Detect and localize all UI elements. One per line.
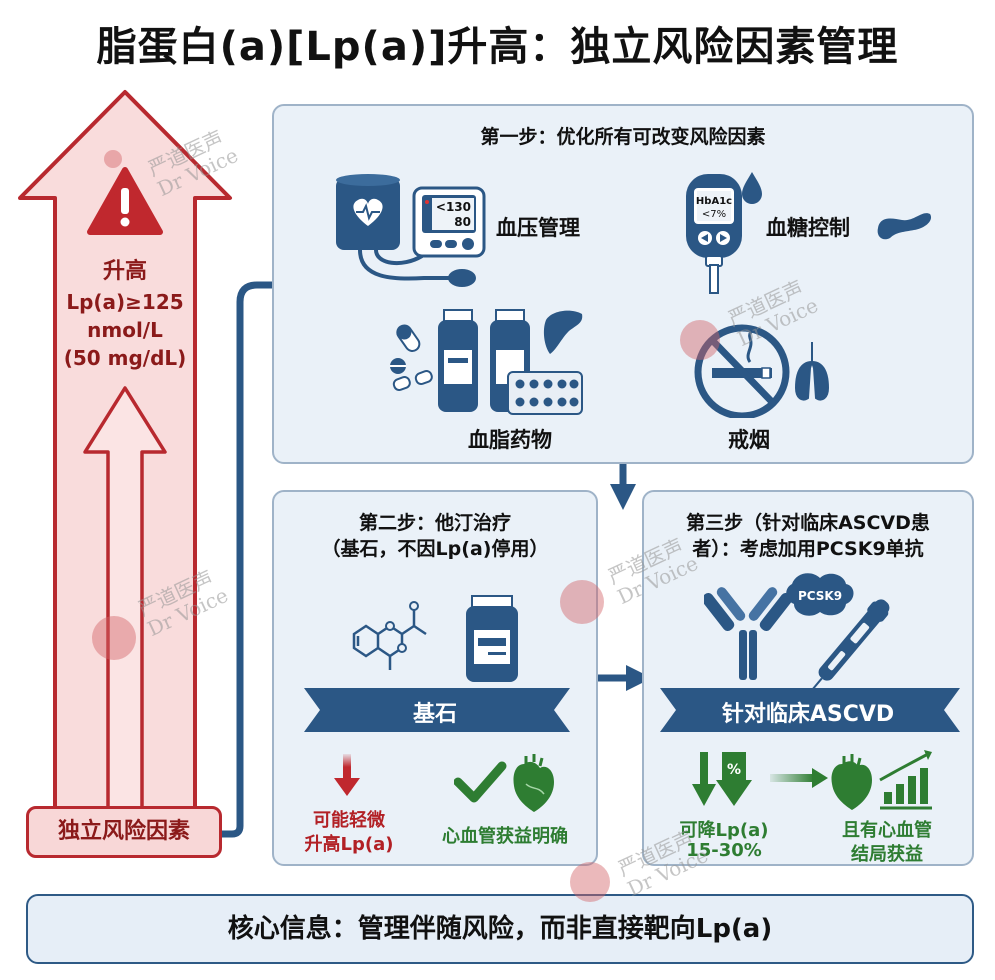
step3-title-line2: 者）：考虑加用PCSK9单抗 (692, 538, 924, 560)
step1-title: 第一步：优化所有可改变风险因素 (480, 126, 766, 148)
cv-outcome-line2: 结局获益 (851, 844, 923, 865)
ascvd-ribbon-label: 针对临床ASCVD (721, 702, 895, 727)
pancreas-icon (877, 213, 932, 240)
pcsk9-lpa-reduction-line1: 可降Lp(a) (679, 820, 769, 841)
cv-outcome-line1: 且有心血管 (842, 820, 932, 841)
antibody-and-pen-icon: PCSK9 (704, 573, 890, 690)
connector-base-to-step1 (222, 281, 285, 838)
pcsk9-blob-icon: PCSK9 (786, 573, 854, 616)
red-down-arrow-icon (334, 754, 360, 796)
quit-smoking-label: 戒烟 (728, 428, 770, 452)
key-message-banner: 核心信息：管理伴随风险，而非直接靶向Lp(a) (26, 894, 974, 964)
bp-display-diastolic: 80 (454, 215, 471, 229)
statin-molecule-and-bottle-icon (352, 595, 518, 682)
step3-title-line1: 第三步（针对临床ASCVD患 (686, 512, 930, 534)
warning-triangle-icon (87, 167, 163, 235)
step3-panel: 第三步（针对临床ASCVD患 者）：考虑加用PCSK9单抗 PCSK9 针对临床… (642, 490, 974, 866)
no-smoking-icon (694, 324, 830, 418)
svg-text:HbA1c: HbA1c (696, 196, 732, 207)
pcsk9-lpa-reduction-line2: 15-30% (686, 840, 762, 861)
step1-panel: 第一步：优化所有可改变风险因素 <130 80 血压管理 HbA1c <7% 血… (272, 104, 974, 464)
statin-note-line2: 升高Lp(a) (304, 834, 394, 855)
page-title: 脂蛋白(a)[Lp(a)]升高：独立风险因素管理 (96, 24, 899, 70)
check-and-heart-icon (454, 754, 554, 812)
double-down-arrow-icon: % (692, 752, 752, 806)
step2-title-line2: （基石，不因Lp(a)停用） (321, 538, 549, 560)
bp-display-systolic: <130 (436, 200, 471, 214)
threshold-lpa: Lp(a)≥125 (66, 290, 184, 314)
lpa-reduction-and-outcome-icons: % (692, 750, 932, 810)
green-right-arrow (770, 774, 814, 782)
threshold-mgdl: (50 mg/dL) (63, 346, 187, 370)
cv-benefit-label: 心血管获益明确 (442, 826, 568, 847)
blood-pressure-monitor-icon: <130 80 (336, 174, 486, 287)
injection-pen-icon (801, 599, 890, 690)
antibody-icon (704, 587, 793, 680)
cornerstone-ribbon (304, 688, 570, 732)
elevated-label: 升高 (102, 259, 147, 284)
medication-bottles-icon (390, 309, 583, 415)
threshold-unit-nmol: nmol/L (87, 318, 163, 342)
step2-title-line1: 第二步：他汀治疗 (358, 512, 511, 534)
independent-risk-factor-box: 独立风险因素 (26, 806, 222, 858)
lipid-medication-label: 血脂药物 (468, 428, 552, 452)
statin-note-line1: 可能轻微 (313, 810, 385, 831)
cornerstone-ribbon-label: 基石 (412, 702, 457, 727)
glucose-control-label: 血糖控制 (766, 216, 850, 240)
inner-red-arrow (83, 386, 167, 810)
pcsk9-label: PCSK9 (798, 589, 842, 603)
rising-bar-chart-icon (879, 750, 932, 810)
svg-text:<7%: <7% (702, 209, 726, 220)
ascvd-ribbon (660, 688, 960, 732)
step2-panel: 第二步：他汀治疗 （基石，不因Lp(a)停用） 基石 可能轻微 升高Lp(a) (272, 490, 598, 866)
arrowhead-down (610, 484, 636, 510)
percent-symbol: % (727, 762, 741, 778)
glucose-meter-icon: HbA1c <7% (686, 172, 762, 294)
arrowhead-right (626, 665, 652, 691)
bp-management-label: 血压管理 (496, 216, 580, 240)
green-heart-icon (831, 754, 872, 810)
